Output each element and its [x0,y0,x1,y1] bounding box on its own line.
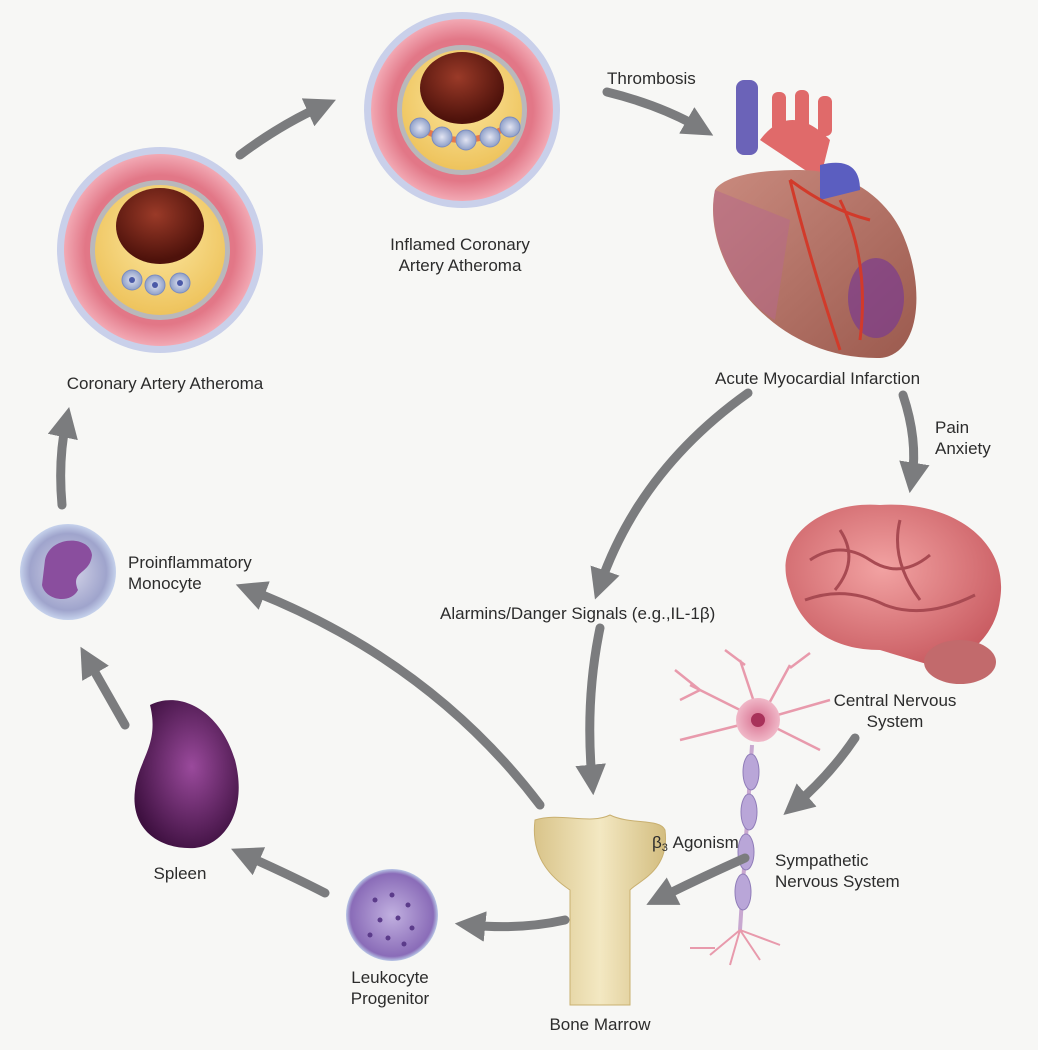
label-bone-marrow: Bone Marrow [549,1015,651,1034]
label-sns-line2: Nervous System [775,872,900,891]
arrow-alarmins-to-bone-marrow [575,623,606,796]
agonism-text: Agonism [672,833,739,852]
arrow-bone-marrow-to-monocyte [235,581,545,810]
arrow-atheroma-to-inflamed [235,98,336,160]
label-monocyte-line2: Monocyte [128,574,202,593]
label-alarmins: Alarmins/Danger Signals (e.g.,IL-1β) [440,604,716,623]
label-inflamed-atheroma: Inflamed Coronary Artery Atheroma [360,234,560,276]
label-sns: Sympathetic Nervous System [775,850,900,892]
coronary-atheroma-illustration [57,147,263,353]
heart-illustration [712,80,917,359]
arrow-pain-anxiety [898,390,930,494]
label-pain-anxiety: Pain Anxiety [935,417,991,459]
leukocyte-progenitor-illustration [346,869,438,961]
label-anxiety: Anxiety [935,439,991,458]
label-leukocyte-progenitor: Leukocyte Progenitor [320,967,460,1009]
label-leukocyte-line2: Progenitor [350,989,430,1008]
arrow-thrombosis [602,87,714,136]
inflamed-atheroma-illustration [364,12,560,208]
brain-illustration [785,504,1002,684]
label-pain: Pain [935,418,970,437]
label-sns-line1: Sympathetic [775,851,869,870]
label-monocyte: Proinflammatory Monocyte [128,552,252,594]
label-acute-mi: Acute Myocardial Infarction [715,369,921,388]
arrow-progenitor-to-spleen [231,847,330,898]
beta-subscript: 3 [661,842,668,854]
label-beta3-agonism: β3 Agonism [652,832,739,859]
label-spleen: Spleen [153,864,207,883]
arrow-spleen-to-monocyte [80,646,130,730]
arrow-mi-to-alarmins [590,388,753,600]
monocyte-illustration [20,524,116,620]
label-cns: Central Nervous System [810,690,980,732]
spleen-illustration [134,700,239,849]
arrow-beta3-to-bone-marrow [646,853,750,905]
label-cns-line2: System [866,712,924,731]
arrow-cns-to-sns [783,733,860,815]
bone-marrow-illustration [533,814,667,1006]
neuron-illustration [674,649,831,966]
label-inflamed-line1: Inflamed Coronary [390,235,530,254]
label-thrombosis: Thrombosis [607,69,696,88]
label-coronary-artery-atheroma: Coronary Artery Atheroma [66,374,264,393]
label-cns-line1: Central Nervous [833,691,957,710]
label-monocyte-line1: Proinflammatory [128,553,252,572]
label-leukocyte-line1: Leukocyte [351,968,429,987]
beta-symbol: β [652,833,662,852]
arrow-bone-marrow-to-progenitor [454,911,570,942]
arrow-monocyte-to-atheroma [47,407,78,510]
label-inflamed-line2: Artery Atheroma [398,256,522,275]
